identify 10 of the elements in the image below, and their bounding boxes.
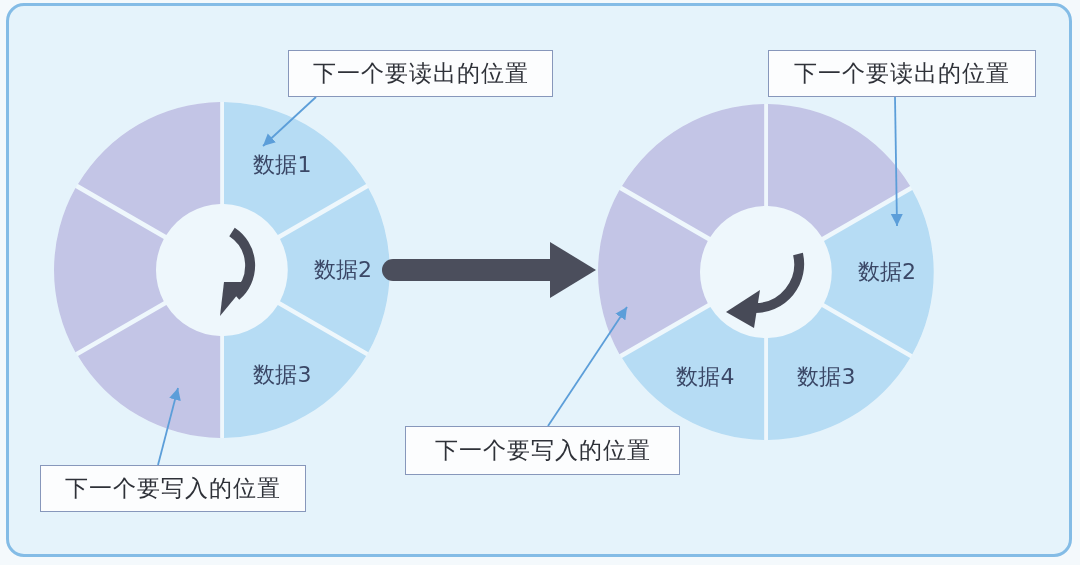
segment-label: 数据2 — [858, 258, 916, 286]
segment-label: 数据2 — [314, 256, 372, 284]
segment-label: 数据1 — [253, 151, 312, 180]
segment-label: 数据4 — [676, 362, 735, 391]
callout-box: 下一个要写入的位置 — [40, 465, 306, 512]
callout-box: 下一个要读出的位置 — [768, 50, 1036, 97]
callout-box: 下一个要写入的位置 — [405, 426, 680, 475]
callout-box: 下一个要读出的位置 — [288, 50, 553, 97]
segment-label: 数据3 — [253, 360, 312, 389]
segment-label: 数据3 — [797, 362, 856, 391]
